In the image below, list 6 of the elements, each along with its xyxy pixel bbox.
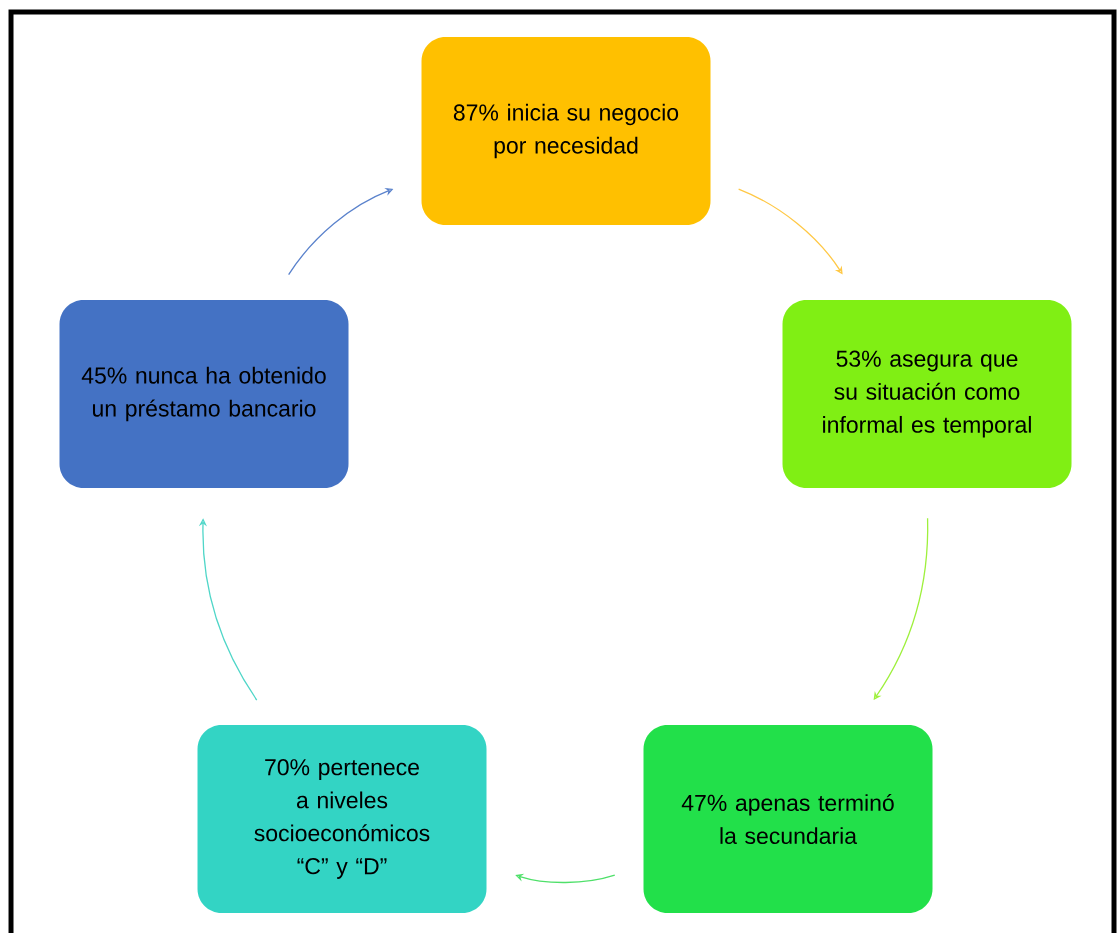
rounded-box: 45% nunca ha obtenido un préstamo bancario (59, 300, 349, 488)
arrow (198, 518, 258, 701)
rounded-box: 87% inicia su negocio por necesidad (421, 37, 711, 225)
rounded-box: 47% apenas terminó la secundaria (643, 725, 933, 913)
rounded-box: 70% pertenece a niveles socioeconómicos “C” y “D” (197, 725, 487, 913)
rounded-box: 53% asegura que su situación como informal es temporal (782, 300, 1072, 488)
